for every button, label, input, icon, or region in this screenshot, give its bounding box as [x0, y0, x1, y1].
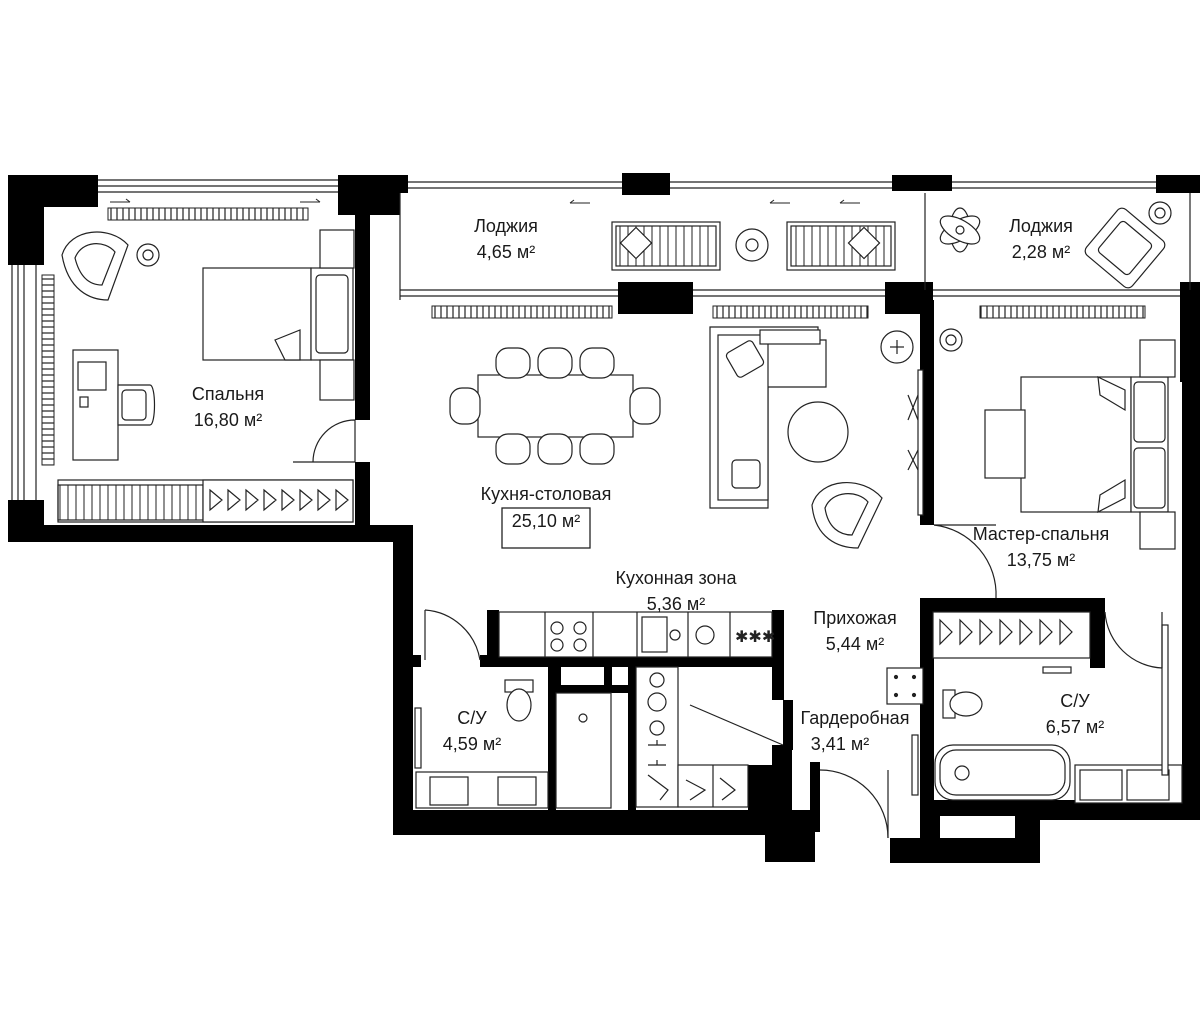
room-name-kitchen-zone: Кухонная зона — [616, 568, 738, 588]
armchair-icon — [1084, 207, 1166, 289]
room-name-loggia2: Лоджия — [1009, 216, 1073, 236]
room-name-bath1: С/У — [457, 708, 487, 728]
window-arrows — [110, 198, 860, 204]
armchair-icon — [811, 481, 883, 549]
bench-icon — [984, 409, 1026, 479]
area-badge — [501, 507, 591, 549]
room-name-hall: Прихожая — [813, 608, 896, 628]
bath1-furniture — [414, 679, 612, 809]
cooktop-icon — [550, 621, 587, 652]
hall-furniture — [886, 667, 924, 705]
room-name-kitchen-dining: Кухня-столовая — [481, 484, 612, 504]
washer-icon — [649, 672, 665, 688]
utility-furniture — [635, 666, 784, 808]
loggia1-furniture — [611, 221, 896, 271]
bath2-furniture — [911, 624, 1183, 804]
room-area-loggia2: 2,28 м² — [1012, 242, 1070, 262]
room-name-bath2: С/У — [1060, 691, 1090, 711]
coffee-table-icon — [787, 401, 849, 463]
room-labels: Спальня 16,80 м² Лоджия 4,65 м² Лоджия 2… — [192, 216, 1109, 754]
dining-furniture — [449, 326, 963, 549]
shelf-icon — [57, 484, 204, 521]
door-entrance — [819, 769, 889, 839]
plant-icon — [939, 207, 981, 253]
door-bath2 — [1104, 611, 1163, 669]
dishwasher-icon — [695, 625, 715, 645]
sink-icon — [641, 616, 668, 653]
room-area-bedroom: 16,80 м² — [194, 410, 262, 430]
toilet-icon — [942, 689, 983, 719]
doors — [293, 419, 1163, 839]
door-master — [933, 524, 997, 599]
room-name-master: Мастер-спальня — [973, 524, 1110, 544]
svg-text:✱✱✱: ✱✱✱ — [735, 627, 775, 646]
room-area-kitchen-zone: 5,36 м² — [647, 594, 705, 614]
loggia2-furniture — [939, 201, 1172, 289]
kitchen-furniture: ✱✱✱ — [498, 611, 775, 658]
bedroom-furniture — [57, 229, 355, 523]
radiators — [41, 207, 1146, 466]
room-name-wardrobe: Гардеробная — [801, 708, 910, 728]
sofa-icon — [709, 326, 827, 509]
room-area-hall: 5,44 м² — [826, 634, 884, 654]
hangers-icon — [209, 488, 349, 512]
room-area-bath1: 4,59 м² — [443, 734, 501, 754]
bed-icon — [1020, 339, 1176, 550]
room-area-bath2: 6,57 м² — [1046, 717, 1104, 737]
dining-table-icon — [449, 347, 661, 465]
ottoman-icon — [886, 667, 924, 705]
hangers-icon — [939, 618, 1073, 646]
master-furniture — [907, 339, 1176, 659]
bed-icon — [202, 229, 355, 401]
shower-icon — [555, 692, 612, 809]
door-bath1 — [424, 609, 481, 661]
room-area-wardrobe: 3,41 м² — [811, 734, 869, 754]
armchair-icon — [61, 231, 129, 301]
room-area-kitchen-dining: 25,10 м² — [512, 511, 580, 531]
room-area-loggia1: 4,65 м² — [477, 242, 535, 262]
desk-icon — [72, 349, 156, 461]
windows — [11, 179, 1191, 500]
door-bedroom — [312, 419, 356, 463]
room-area-master: 13,75 м² — [1007, 550, 1075, 570]
room-name-bedroom: Спальня — [192, 384, 264, 404]
room-name-loggia1: Лоджия — [474, 216, 538, 236]
toilet-icon — [504, 679, 534, 722]
